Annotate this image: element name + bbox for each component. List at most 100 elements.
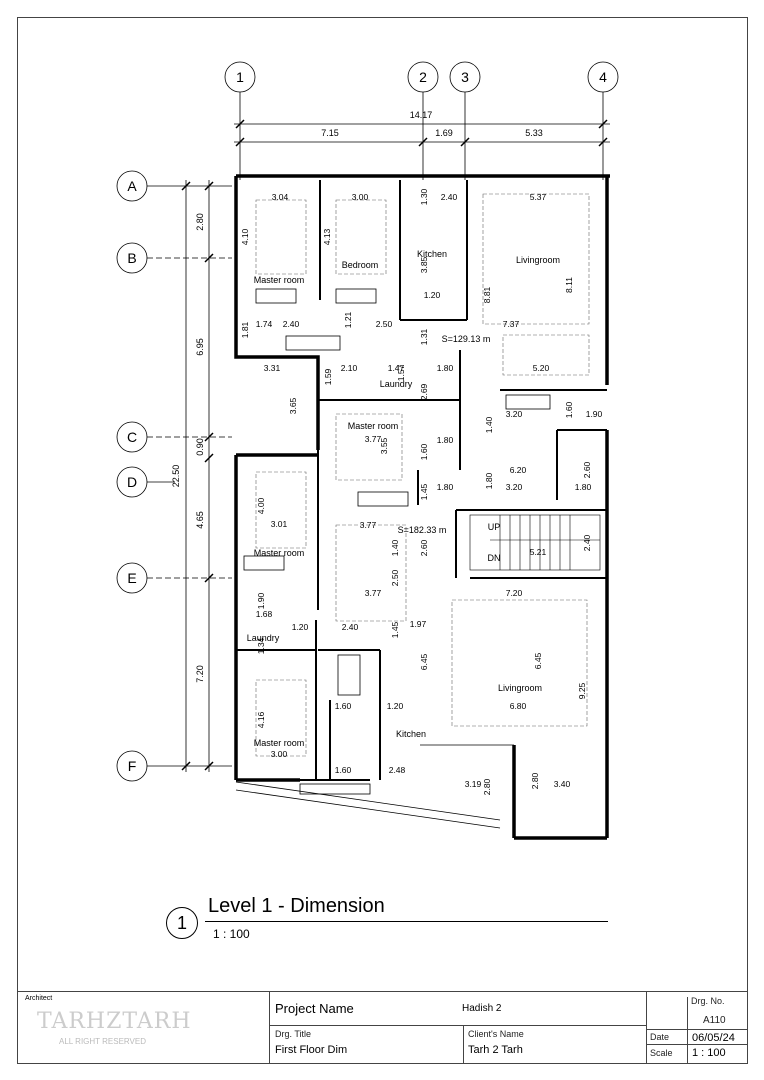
dimension-text: 1.59 bbox=[323, 368, 333, 385]
grid-row-f: F bbox=[116, 750, 232, 782]
dimension-text: 4.16 bbox=[256, 711, 266, 728]
cabinets bbox=[243, 288, 551, 795]
area-label: S=182.33 m bbox=[398, 525, 447, 535]
site-boundary bbox=[235, 744, 514, 829]
dimension-text: 2.48 bbox=[389, 765, 406, 775]
dimension-text: 3.85 bbox=[419, 256, 429, 273]
dimension-text: 3.00 bbox=[352, 192, 369, 202]
dimension-text: 1.80 bbox=[437, 363, 454, 373]
dimension-text: 7.20 bbox=[195, 665, 205, 683]
grid-column-1: 1 bbox=[224, 61, 256, 180]
dimension-text: 6.45 bbox=[419, 653, 429, 670]
dimension-text: 1.60 bbox=[419, 443, 429, 460]
grid-label: A bbox=[127, 178, 137, 194]
dimension-text: 6.80 bbox=[510, 701, 527, 711]
dimension-text: 2.50 bbox=[376, 319, 393, 329]
dimension-text: 6.45 bbox=[533, 652, 543, 669]
grid-column-3: 3 bbox=[449, 61, 481, 180]
dimension-text: 3.55 bbox=[379, 437, 389, 454]
dimension-text: 6.20 bbox=[510, 465, 527, 475]
room-label: Livingroom bbox=[516, 255, 560, 265]
dimension-text: 1.47 bbox=[388, 363, 405, 373]
scale-label: Scale bbox=[650, 1048, 673, 1058]
dimension-text: 2.40 bbox=[582, 534, 592, 551]
dimension-text: 3.77 bbox=[365, 588, 382, 598]
dimension-text: 3.00 bbox=[271, 749, 288, 759]
room-label: Master room bbox=[254, 275, 305, 285]
dimension-text: 2.40 bbox=[441, 192, 458, 202]
grid-row-b: B bbox=[116, 242, 232, 274]
dimension-text: 3.20 bbox=[506, 482, 523, 492]
room-label: Bedroom bbox=[342, 260, 379, 270]
dimension-text: 7.20 bbox=[506, 588, 523, 598]
room-labels: Master room Bedroom Kitchen Livingroom L… bbox=[247, 249, 560, 748]
dimension-text: 2.80 bbox=[195, 213, 205, 231]
grid-label: F bbox=[128, 758, 137, 774]
dimension-text: 4.10 bbox=[240, 228, 250, 245]
view-title-underline bbox=[205, 921, 608, 922]
overall-dimension-top bbox=[234, 119, 610, 147]
view-number-bubble: 1 bbox=[166, 907, 198, 939]
dimension-text: 3.65 bbox=[288, 397, 298, 414]
room-label: Laundry bbox=[380, 379, 413, 389]
dimension-text: 1.68 bbox=[256, 609, 273, 619]
dimension-text: 2.60 bbox=[582, 461, 592, 478]
overall-dimension-texts: 14.17 7.15 1.69 5.33 22.50 2.80 6.95 0.9… bbox=[171, 110, 543, 683]
divider bbox=[269, 991, 270, 1064]
grid-label: E bbox=[127, 570, 136, 586]
dimension-text: 3.77 bbox=[365, 434, 382, 444]
client-label: Client's Name bbox=[468, 1029, 524, 1039]
dimension-text: 14.17 bbox=[410, 110, 433, 120]
dimension-text: 3.04 bbox=[272, 192, 289, 202]
dimension-text: 7.37 bbox=[503, 319, 520, 329]
dimension-text: 8.81 bbox=[482, 286, 492, 303]
dimension-text: 3.40 bbox=[554, 779, 571, 789]
dimension-text: 8.11 bbox=[564, 277, 574, 293]
grid-label: 3 bbox=[461, 69, 469, 85]
dimension-text: 9.25 bbox=[577, 682, 587, 699]
drawing-sheet-border bbox=[17, 17, 748, 1064]
dimension-text: 4.65 bbox=[195, 511, 205, 529]
grid-label: B bbox=[127, 250, 136, 266]
drg-title-label: Drg. Title bbox=[275, 1029, 312, 1039]
dimension-text: 22.50 bbox=[171, 465, 181, 488]
grid-label: C bbox=[127, 429, 137, 445]
room-label: Laundry bbox=[247, 633, 280, 643]
dimension-text: 1.60 bbox=[564, 401, 574, 418]
exterior-walls bbox=[234, 174, 610, 840]
grid-label: 2 bbox=[419, 69, 427, 85]
grid-row-c: C bbox=[116, 421, 232, 453]
stair-up-label: UP bbox=[488, 522, 501, 532]
dimension-text: 5.37 bbox=[530, 192, 547, 202]
divider bbox=[687, 997, 688, 1064]
dimension-text: 0.90 bbox=[195, 438, 205, 456]
dimension-text: 3.01 bbox=[271, 519, 288, 529]
date-label: Date bbox=[650, 1032, 670, 1042]
dimension-text: 5.21 bbox=[530, 547, 547, 557]
divider bbox=[269, 1025, 646, 1026]
project-name: Hadish 2 bbox=[462, 1003, 502, 1014]
client-name: Tarh 2 Tarh bbox=[468, 1044, 523, 1056]
stair-down-label: DN bbox=[488, 553, 501, 563]
dimension-text: 5.33 bbox=[525, 128, 543, 138]
room-label: Kitchen bbox=[396, 729, 426, 739]
dimension-text: 1.90 bbox=[256, 592, 266, 609]
drg-no-label: Drg. No. bbox=[691, 996, 725, 1006]
dimension-text: 1.20 bbox=[424, 290, 441, 300]
dimension-text: 1.30 bbox=[419, 188, 429, 205]
grid-column-4: 4 bbox=[587, 61, 619, 180]
view-scale: 1 : 100 bbox=[213, 927, 250, 941]
dimension-text: 3.77 bbox=[360, 520, 377, 530]
logo: TARHZTARH bbox=[37, 1009, 192, 1034]
dimension-text: 6.95 bbox=[195, 338, 205, 356]
divider bbox=[463, 1025, 464, 1064]
overall-dimension-left bbox=[181, 180, 214, 772]
room-label: Master room bbox=[348, 421, 399, 431]
dimension-text: 3.20 bbox=[506, 409, 523, 419]
dimension-text: 5.20 bbox=[533, 363, 550, 373]
divider bbox=[646, 1029, 748, 1030]
dimension-text: 2.50 bbox=[390, 569, 400, 586]
room-label: Livingroom bbox=[498, 683, 542, 693]
dimension-text: 2.80 bbox=[482, 778, 492, 795]
